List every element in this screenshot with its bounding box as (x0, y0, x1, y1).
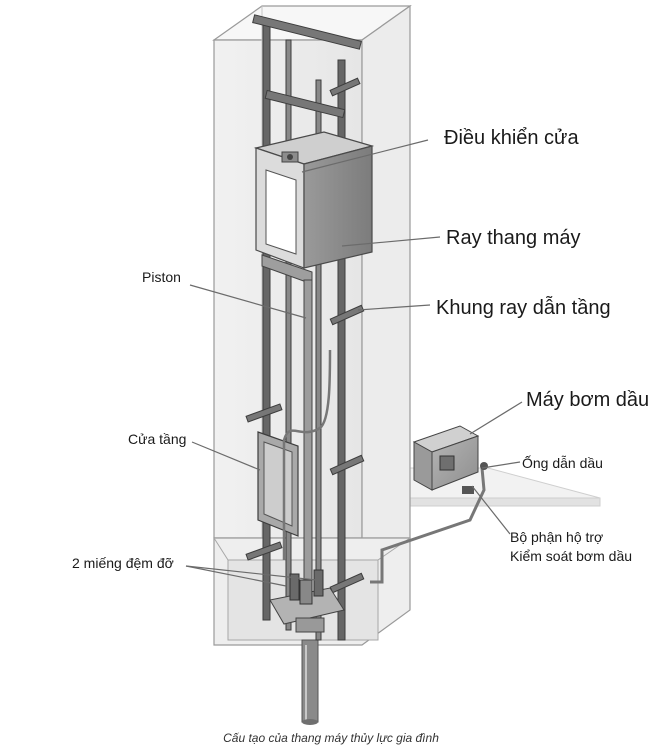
piston-rod (303, 279, 313, 601)
oil-pump-unit (412, 425, 488, 494)
elevator-car (253, 131, 375, 285)
label-piston: Piston (142, 269, 181, 285)
label-rail-bracket: Khung ray dẫn tầng (436, 297, 611, 319)
figure-caption: Cấu tạo của thang máy thủy lực gia đình (223, 731, 439, 745)
label-oil-pump: Máy bơm dầu (526, 389, 650, 411)
label-landing-door: Cửa tầng (128, 431, 187, 447)
label-door-control: Điều khiển cửa (444, 127, 579, 149)
rail-brackets (245, 14, 365, 594)
label-buffers: 2 miếng đệm đỡ (72, 555, 174, 571)
jack-cylinder (301, 639, 319, 725)
buffers-and-base (269, 569, 345, 633)
label-pump-control-line1: Bộ phận hộ trợ (510, 529, 604, 545)
hydraulic-line (282, 349, 332, 560)
landing-door-panel (257, 431, 299, 537)
label-car-rail: Ray thang máy (446, 227, 581, 249)
label-oil-pipe: Ống dẫn dầu (522, 455, 603, 471)
guide-rails (262, 19, 346, 641)
label-pump-control-line2: Kiểm soát bơm dầu (510, 548, 633, 564)
leader-lines (185, 139, 523, 587)
